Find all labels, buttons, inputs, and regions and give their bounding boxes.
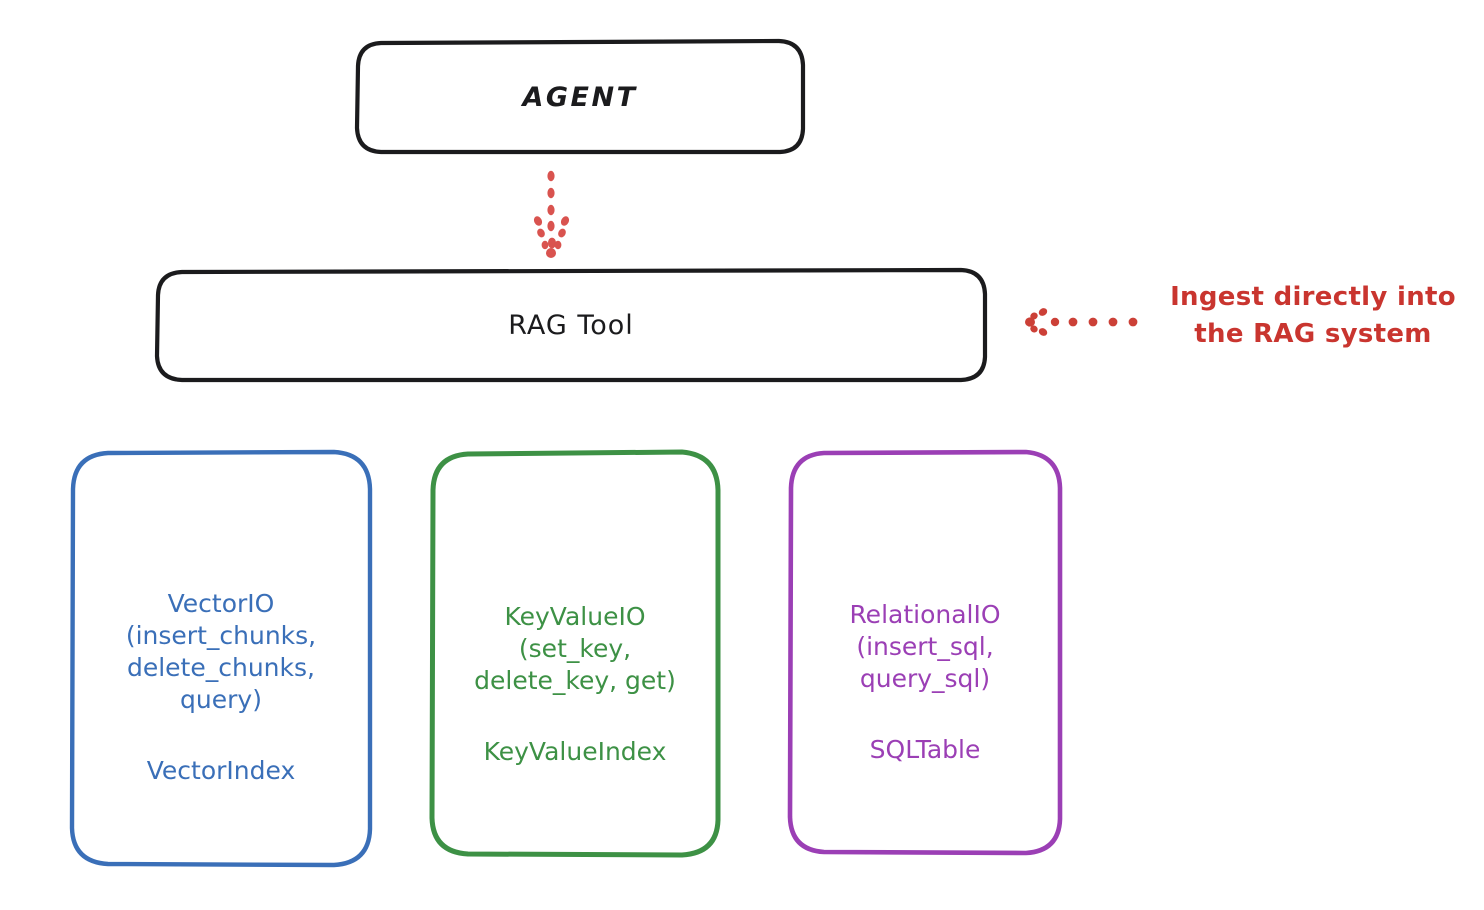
agent-node-label: AGENT	[522, 81, 638, 113]
ingest-pointer-arrow	[1025, 308, 1138, 336]
rag-tool-node[interactable]: RAG Tool	[157, 270, 985, 381]
vector-io-index-label: VectorIndex	[146, 756, 296, 785]
agent-node[interactable]: AGENT	[357, 41, 803, 153]
key-value-io-node[interactable]: KeyValueIO (set_key, delete_key, get) Ke…	[432, 452, 718, 855]
ingest-annotation-text: Ingest directly into the RAG system	[1170, 282, 1456, 349]
relational-io-body: RelationalIO (insert_sql, query_sql) SQL…	[790, 599, 1060, 764]
relational-io-index-label: SQLTable	[869, 735, 981, 764]
vector-io-api-label: VectorIO (insert_chunks, delete_chunks, …	[125, 589, 317, 714]
key-value-io-index-label: KeyValueIndex	[483, 737, 667, 766]
vector-io-node[interactable]: VectorIO (insert_chunks, delete_chunks, …	[72, 452, 370, 865]
key-value-io-api-label: KeyValueIO (set_key, delete_key, get)	[474, 602, 676, 695]
relational-io-api-label: RelationalIO (insert_sql, query_sql)	[849, 600, 1001, 693]
key-value-io-body: KeyValueIO (set_key, delete_key, get) Ke…	[432, 601, 718, 766]
relational-io-node[interactable]: RelationalIO (insert_sql, query_sql) SQL…	[790, 452, 1060, 853]
rag-tool-node-label: RAG Tool	[508, 310, 634, 341]
agent-to-rag-tool-arrow	[533, 170, 570, 258]
vector-io-body: VectorIO (insert_chunks, delete_chunks, …	[72, 588, 370, 785]
